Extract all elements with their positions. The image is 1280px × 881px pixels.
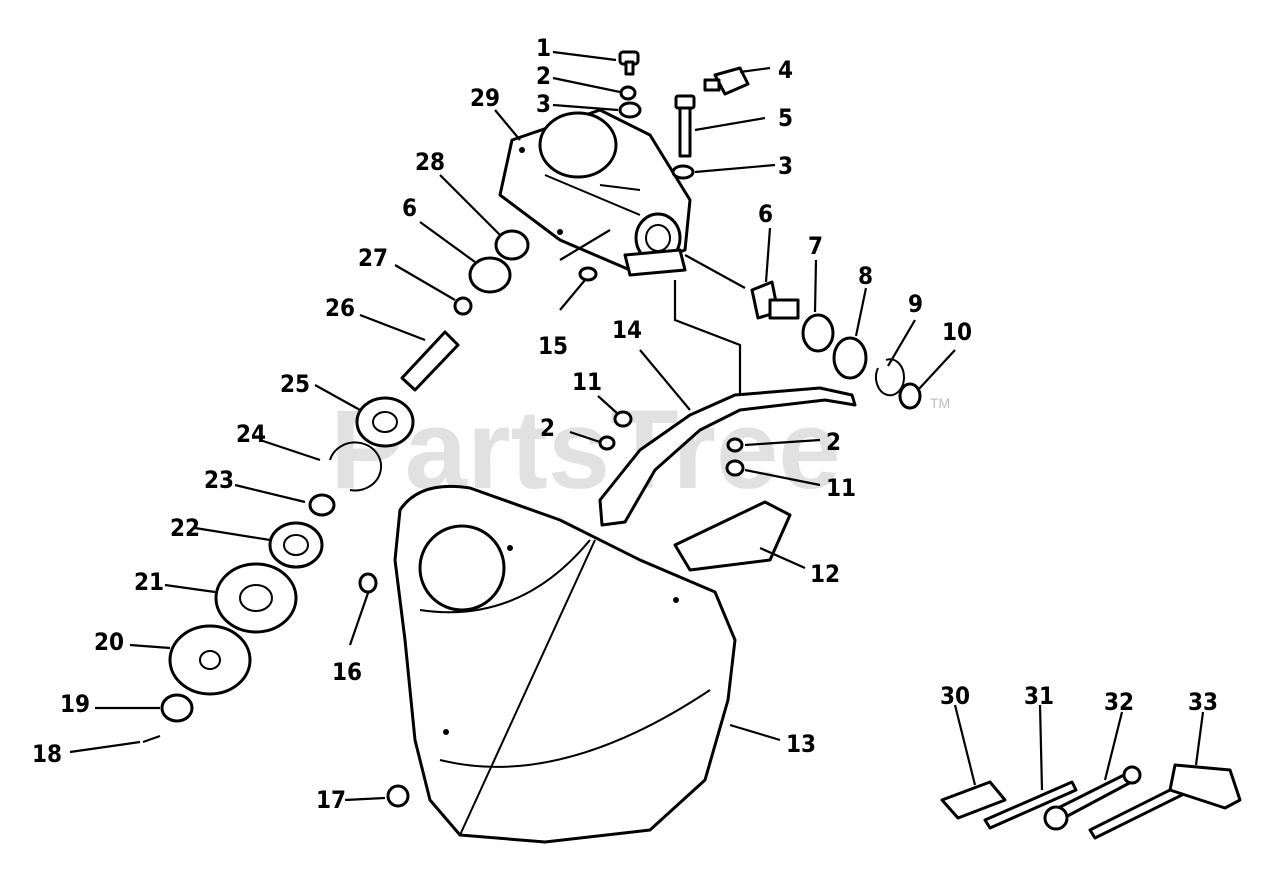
bolt-5 <box>674 94 696 158</box>
callout-7: 7 <box>808 232 823 260</box>
tool-bag-30 <box>940 780 1007 820</box>
screw-17 <box>386 784 410 808</box>
pin-18 <box>142 735 161 743</box>
callout-22: 22 <box>170 514 200 542</box>
callout-33: 33 <box>1188 688 1218 716</box>
gear-6-right <box>750 280 800 320</box>
wrench-32 <box>1043 765 1142 831</box>
callout-20: 20 <box>94 628 124 656</box>
lock-washer-2b <box>598 435 616 451</box>
callout-19: 19 <box>60 690 90 718</box>
lock-washer-2 <box>619 85 637 101</box>
callout-23: 23 <box>204 466 234 494</box>
plug-4 <box>703 66 750 96</box>
pad-12 <box>673 500 792 572</box>
washer-20 <box>168 624 252 696</box>
callout-3: 3 <box>536 90 551 118</box>
callout-2c: 2 <box>826 428 841 456</box>
callout-4: 4 <box>778 56 793 84</box>
bearing-7 <box>801 313 835 353</box>
callout-17: 17 <box>316 786 346 814</box>
spacer-23 <box>308 493 336 517</box>
callout-9: 9 <box>908 290 923 318</box>
callout-3b: 3 <box>778 152 793 180</box>
callout-24: 24 <box>236 420 266 448</box>
callout-21: 21 <box>134 568 164 596</box>
nut-11a <box>613 410 633 428</box>
holder-22 <box>268 521 324 569</box>
key-27 <box>453 296 473 316</box>
nut-11b <box>725 459 745 477</box>
washer-3 <box>618 101 642 119</box>
bearing-25 <box>355 396 415 448</box>
washer-3b <box>671 164 695 180</box>
watermark-trademark: TM <box>930 395 950 411</box>
screw-1 <box>618 50 640 76</box>
callout-31: 31 <box>1024 682 1054 710</box>
washer-10 <box>898 382 922 410</box>
callout-13: 13 <box>786 730 816 758</box>
callout-6b: 6 <box>758 200 773 228</box>
callout-6a: 6 <box>402 194 417 222</box>
snap-ring-9 <box>875 358 905 397</box>
callout-32: 32 <box>1104 688 1134 716</box>
callout-18: 18 <box>32 740 62 768</box>
bearing-8 <box>832 336 868 380</box>
callout-5: 5 <box>778 104 793 132</box>
callout-14: 14 <box>612 316 642 344</box>
bearing-28 <box>494 229 530 261</box>
screw-16 <box>358 572 378 594</box>
callout-12: 12 <box>810 560 840 588</box>
rod-31 <box>983 780 1078 830</box>
callout-26: 26 <box>325 294 355 322</box>
snap-ring-24 <box>329 441 383 492</box>
callout-15: 15 <box>538 332 568 360</box>
callout-30: 30 <box>940 682 970 710</box>
washer-15 <box>578 266 598 282</box>
nut-19 <box>160 693 194 723</box>
gear-6-left <box>468 256 512 294</box>
callout-10: 10 <box>942 318 972 346</box>
callout-11b: 11 <box>826 474 856 502</box>
callout-28: 28 <box>415 148 445 176</box>
callout-labels: 1 2 3 4 5 3 29 28 6 27 26 6 7 8 9 10 15 … <box>32 34 1218 814</box>
box-wrench-33 <box>1088 763 1242 840</box>
leader-lines <box>69 50 1205 802</box>
gear-head-housing <box>498 108 692 277</box>
callout-29: 29 <box>470 84 500 112</box>
callout-27: 27 <box>358 244 388 272</box>
shaft-26 <box>400 330 460 392</box>
callout-2: 2 <box>536 62 551 90</box>
callout-25: 25 <box>280 370 310 398</box>
holder-21 <box>214 562 298 634</box>
guard-opening <box>418 524 506 612</box>
callout-2b: 2 <box>540 414 555 442</box>
callout-8: 8 <box>858 262 873 290</box>
callout-1: 1 <box>536 34 551 62</box>
callout-16: 16 <box>332 658 362 686</box>
callout-11a: 11 <box>572 368 602 396</box>
bracket-14 <box>598 386 857 527</box>
lock-washer-2c <box>726 437 744 453</box>
